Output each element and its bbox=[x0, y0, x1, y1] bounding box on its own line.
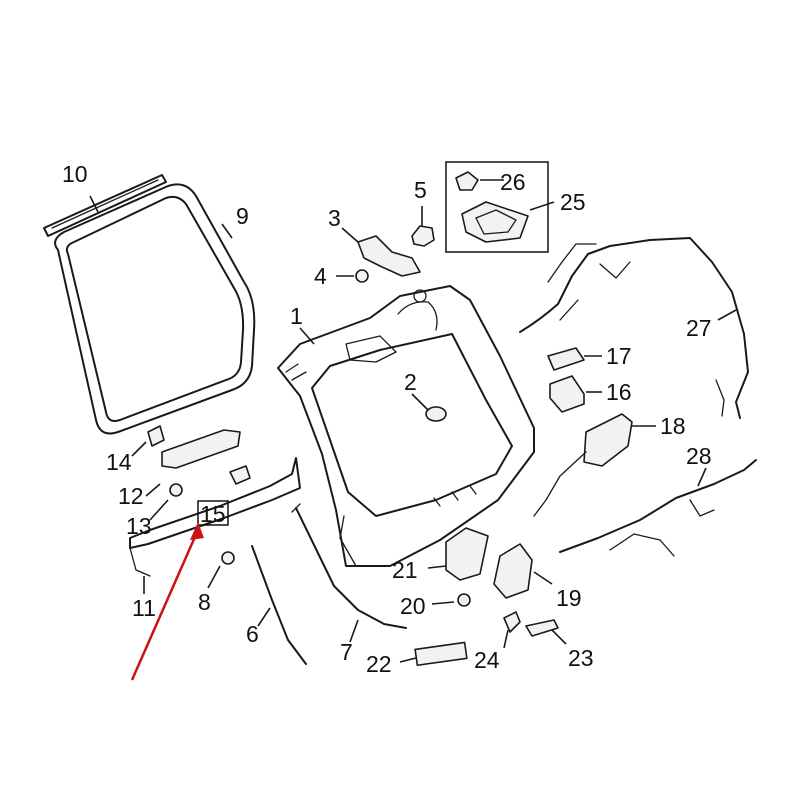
leader-lines bbox=[89, 179, 737, 663]
part-23-clip bbox=[525, 619, 559, 637]
part-27-wiring-harness bbox=[519, 237, 749, 419]
part-8-ball-stud bbox=[221, 551, 235, 565]
callout-12: 12 bbox=[118, 483, 144, 509]
callout-15-box bbox=[197, 500, 229, 526]
part-7-gas-strut bbox=[291, 503, 407, 629]
highlight-arrow-head bbox=[190, 522, 204, 540]
highlight-arrow bbox=[130, 522, 204, 681]
part-9-liftgate-seal bbox=[54, 183, 256, 435]
part-6-gas-strut bbox=[251, 545, 307, 665]
part-26-switch bbox=[455, 171, 479, 191]
part-14-grommet bbox=[147, 425, 165, 447]
part-11-trim-strip bbox=[129, 457, 301, 577]
callout-16: 16 bbox=[606, 379, 632, 405]
callout-19: 19 bbox=[556, 585, 582, 611]
callout-8: 8 bbox=[198, 589, 211, 615]
callout-labels: 10 9 3 4 5 26 25 1 2 27 17 16 18 28 14 1… bbox=[62, 161, 712, 677]
part-5-nut bbox=[411, 225, 435, 247]
callout-17: 17 bbox=[606, 343, 632, 369]
callout-2: 2 bbox=[404, 369, 417, 395]
callout-4: 4 bbox=[314, 263, 327, 289]
part-28-harness bbox=[559, 459, 757, 557]
callout-21: 21 bbox=[392, 557, 418, 583]
part-1-liftgate-panel bbox=[277, 285, 535, 567]
part-24-bumper bbox=[503, 611, 521, 633]
callout-24: 24 bbox=[474, 647, 500, 673]
callout-10: 10 bbox=[62, 161, 88, 187]
callout-6: 6 bbox=[246, 621, 259, 647]
callout-1: 1 bbox=[290, 303, 303, 329]
callout-14: 14 bbox=[106, 449, 132, 475]
callout-13: 13 bbox=[126, 513, 152, 539]
callout-18: 18 bbox=[660, 413, 686, 439]
part-4-bolt bbox=[355, 269, 369, 283]
part-10-weatherstrip-upper bbox=[43, 174, 167, 237]
part-15-lock-cylinder bbox=[229, 465, 251, 485]
callout-5: 5 bbox=[414, 177, 427, 203]
part-13-clip bbox=[169, 483, 183, 497]
callout-11: 11 bbox=[132, 595, 156, 621]
part-25-handle-assembly-box bbox=[445, 161, 549, 253]
callout-20: 20 bbox=[400, 593, 426, 619]
callout-23: 23 bbox=[568, 645, 594, 671]
callout-22: 22 bbox=[366, 651, 392, 677]
part-20-screw bbox=[457, 593, 471, 607]
callout-9: 9 bbox=[236, 203, 249, 229]
callout-7: 7 bbox=[340, 639, 353, 665]
callout-27: 27 bbox=[686, 315, 712, 341]
part-18-latch bbox=[533, 413, 633, 517]
callout-26: 26 bbox=[500, 169, 526, 195]
part-12-handle-switch bbox=[161, 429, 241, 469]
callout-15: 15 bbox=[200, 501, 226, 527]
part-2-rear-camera bbox=[425, 406, 447, 422]
callout-28: 28 bbox=[686, 443, 712, 469]
part-22-plate-light bbox=[414, 641, 468, 667]
callout-3: 3 bbox=[328, 205, 341, 231]
part-17-light bbox=[547, 347, 585, 371]
highlight-arrow-line bbox=[130, 529, 200, 681]
callout-25: 25 bbox=[560, 189, 586, 215]
part-19-lock-actuator bbox=[493, 543, 533, 599]
part-3-hinge bbox=[357, 235, 421, 277]
part-16-handle bbox=[549, 375, 585, 413]
part-21-striker bbox=[445, 527, 489, 581]
